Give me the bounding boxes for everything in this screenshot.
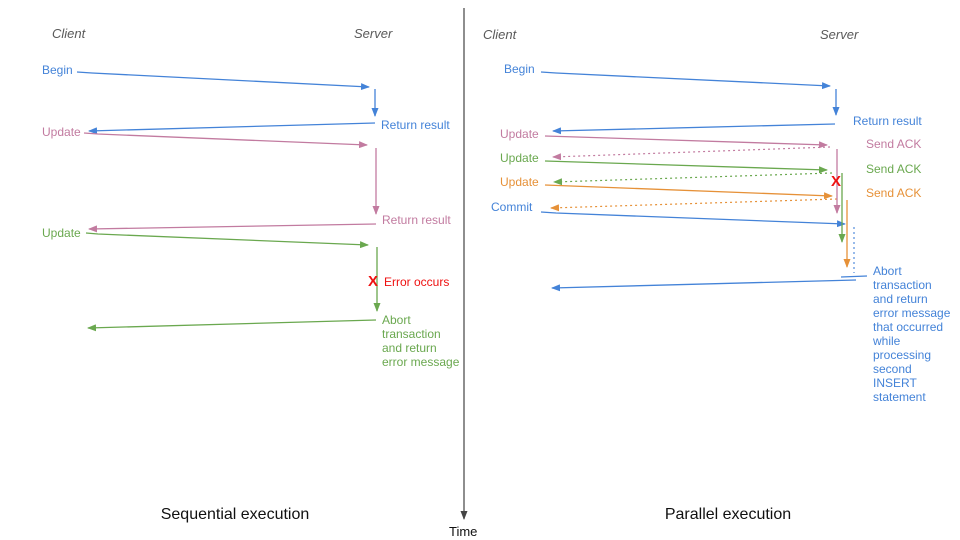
right-update-2-request-arrow [544, 160, 828, 174]
left-update-2-label: Update [42, 226, 81, 240]
left-client-header: Client [52, 26, 86, 41]
right-send-ack-1-label: Send ACK [866, 137, 922, 151]
left-update-1-request-arrow [83, 132, 368, 149]
right-send-ack-3-arrow [550, 198, 838, 212]
right-return-result-arrow [552, 123, 836, 135]
right-update-1-label: Update [500, 127, 539, 141]
left-return-result-2-arrow [88, 223, 377, 233]
right-abort-label: Abort transaction and return error messa… [873, 264, 951, 404]
right-error-x-icon: X [831, 173, 842, 190]
right-send-ack-2-arrow [553, 172, 833, 186]
left-abort-label: Abort transaction and return error messa… [382, 313, 460, 369]
left-begin-label: Begin [42, 63, 73, 77]
right-commit-request-arrow [540, 211, 846, 228]
right-diagram-title: Parallel execution [664, 506, 792, 523]
right-send-ack-3-label: Send ACK [866, 186, 922, 200]
right-abort-tick-line [840, 275, 868, 278]
right-update-1-request-arrow [544, 135, 828, 149]
right-update-3-label: Update [500, 175, 539, 189]
left-update-2-request-arrow [85, 232, 369, 249]
left-return-result-1-label: Return result [381, 118, 450, 132]
left-server-header: Server [354, 26, 393, 41]
time-axis-label: Time [449, 524, 478, 539]
left-update-1-label: Update [42, 125, 81, 139]
right-abort-return-arrow [551, 279, 857, 292]
right-begin-request-arrow [540, 71, 831, 90]
right-return-result-label: Return result [853, 114, 922, 128]
right-client-header: Client [483, 27, 517, 42]
right-update-2-label: Update [500, 151, 539, 165]
right-update-3-request-arrow [544, 184, 833, 200]
right-begin-label: Begin [504, 62, 535, 76]
right-server-header: Server [820, 27, 859, 42]
left-begin-request-arrow [76, 71, 370, 91]
left-error-occurs-label: Error occurs [384, 275, 450, 289]
right-commit-label: Commit [491, 200, 533, 214]
left-error-x-icon: X [368, 273, 379, 290]
left-return-result-1-arrow [88, 122, 376, 135]
left-return-result-2-label: Return result [382, 213, 451, 227]
left-abort-return-arrow [87, 319, 377, 332]
right-send-ack-2-label: Send ACK [866, 162, 922, 176]
right-send-ack-1-arrow [552, 146, 831, 161]
left-diagram-title: Sequential execution [160, 506, 310, 523]
